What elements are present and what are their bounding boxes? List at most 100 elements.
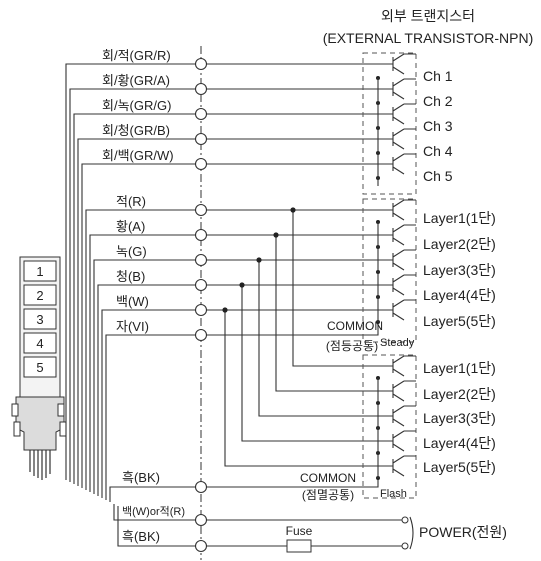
terminal-4 xyxy=(194,132,208,146)
wire-line-7 xyxy=(89,234,201,492)
header-title-ko: 외부 트랜지스터 xyxy=(381,8,475,24)
tower-layer-1 xyxy=(23,260,57,282)
wire-label: 황(A) xyxy=(116,219,145,234)
junction-dot xyxy=(222,307,228,313)
flash-layer-labels: Layer1(1단) Layer2(2단) Layer3(3단) Layer4(… xyxy=(423,360,496,475)
common-steady-title: COMMON xyxy=(327,319,383,333)
power-circuit: Fuse POWER(전원) xyxy=(201,516,507,553)
transistor-symbols xyxy=(376,53,405,480)
flash-branch-3 xyxy=(258,260,378,417)
steady-layer-label: Layer3(3단) xyxy=(423,262,496,278)
terminal-9 xyxy=(194,278,208,292)
common-steady-wire xyxy=(201,320,379,336)
tower-layer-4 xyxy=(23,332,57,354)
terminal-14 xyxy=(194,539,208,553)
tower-bracket-left-low xyxy=(13,421,21,437)
wire-line-2 xyxy=(69,88,201,482)
terminal-8 xyxy=(194,253,208,267)
flash-layer-label: Layer3(3단) xyxy=(423,410,496,426)
signal-tower: 1 2 3 4 5 xyxy=(11,256,67,480)
steady-layer-label: Layer1(1단) xyxy=(423,210,496,226)
transistor-icon xyxy=(376,249,405,274)
terminal-3 xyxy=(194,107,208,121)
tower-bracket-left xyxy=(11,403,19,417)
wire-line-6 xyxy=(85,209,201,490)
channel-label: Ch 2 xyxy=(423,93,453,109)
flash-transistor-box xyxy=(362,354,417,499)
power-terminal-negative xyxy=(401,542,409,550)
wire-label: 흑(BK) xyxy=(122,529,160,544)
wire-line-1 xyxy=(65,63,201,480)
flash-box-label: Flash xyxy=(380,488,407,500)
layer-wires xyxy=(201,209,379,488)
terminal-12 xyxy=(194,480,208,494)
steady-layer-label: Layer4(4단) xyxy=(423,287,496,303)
fuse-label: Fuse xyxy=(286,524,313,538)
wire-line-11 xyxy=(105,334,201,500)
steady-box-label: Steady xyxy=(380,337,415,349)
transistor-icon xyxy=(376,224,405,249)
wire-label: 회/황(GR/A) xyxy=(102,73,170,88)
flash-branch-2 xyxy=(275,235,378,392)
transistor-icon xyxy=(376,128,405,155)
wire-label: 청(B) xyxy=(116,269,145,284)
flash-branch-4 xyxy=(241,285,378,442)
steady-layer-label: Layer5(5단) xyxy=(423,313,496,329)
tower-layer-label: 5 xyxy=(36,360,43,375)
wire-label: 회/적(GR/R) xyxy=(102,48,171,63)
common-flash-title: COMMON xyxy=(300,471,356,485)
steady-layer-label: Layer2(2단) xyxy=(423,236,496,252)
wire-line-13 xyxy=(113,504,201,521)
terminal-11 xyxy=(194,328,208,342)
wire-label: 회/백(GR/W) xyxy=(102,148,174,163)
flash-layer-label: Layer5(5단) xyxy=(423,459,496,475)
tower-layer-label: 1 xyxy=(36,264,43,279)
channel-label: Ch 3 xyxy=(423,118,453,134)
tower-bracket-right-low xyxy=(59,421,67,437)
channel-label: Ch 1 xyxy=(423,68,453,84)
junction-dot xyxy=(239,282,245,288)
wire-label: 자(VI) xyxy=(116,319,149,334)
tower-layer-5 xyxy=(23,356,57,378)
tower-layer-label: 4 xyxy=(36,336,43,351)
flash-branch-1 xyxy=(292,210,378,367)
header-title-en: (EXTERNAL TRANSISTOR-NPN) xyxy=(323,30,534,46)
wire-line-14 xyxy=(117,506,201,547)
junction-dot xyxy=(290,207,296,213)
flash-layer-label: Layer2(2단) xyxy=(423,386,496,402)
wire-label: 적(R) xyxy=(116,194,146,209)
fuse-symbol xyxy=(286,539,312,553)
terminal-7 xyxy=(194,228,208,242)
common-flash-subtitle: (점멸공통) xyxy=(302,488,354,502)
transistor-icon xyxy=(376,53,405,80)
transistor-icon xyxy=(376,355,405,380)
wire-label: 회/청(GR/B) xyxy=(102,123,170,138)
channel-wires xyxy=(201,63,378,165)
power-bracket xyxy=(409,516,414,550)
terminal-13 xyxy=(194,513,208,527)
transistor-icon xyxy=(376,103,405,130)
tower-layer-label: 2 xyxy=(36,288,43,303)
terminal-1 xyxy=(194,57,208,71)
terminal-block xyxy=(194,57,208,553)
wire-label: 흑(BK) xyxy=(122,470,160,485)
wire-line-10 xyxy=(101,309,201,498)
channel-label: Ch 4 xyxy=(423,143,453,159)
transistor-icon xyxy=(376,153,405,180)
transistor-icon xyxy=(376,78,405,105)
tower-bracket-right xyxy=(57,403,65,417)
steady-layer-labels: Layer1(1단) Layer2(2단) Layer3(3단) Layer4(… xyxy=(423,210,496,329)
terminal-5 xyxy=(194,157,208,171)
cable-bundle xyxy=(29,450,51,480)
terminal-10 xyxy=(194,303,208,317)
tower-layer-label: 3 xyxy=(36,312,43,327)
channel-transistor-box xyxy=(362,52,417,195)
junction-dots xyxy=(222,207,296,313)
transistor-icon xyxy=(376,380,405,405)
wire-line-8 xyxy=(93,259,201,494)
wire-label: 백(W)or적(R) xyxy=(122,505,185,518)
collector-leads xyxy=(404,53,416,457)
wire-line-5 xyxy=(81,163,201,488)
wire-line-12 xyxy=(109,486,201,502)
